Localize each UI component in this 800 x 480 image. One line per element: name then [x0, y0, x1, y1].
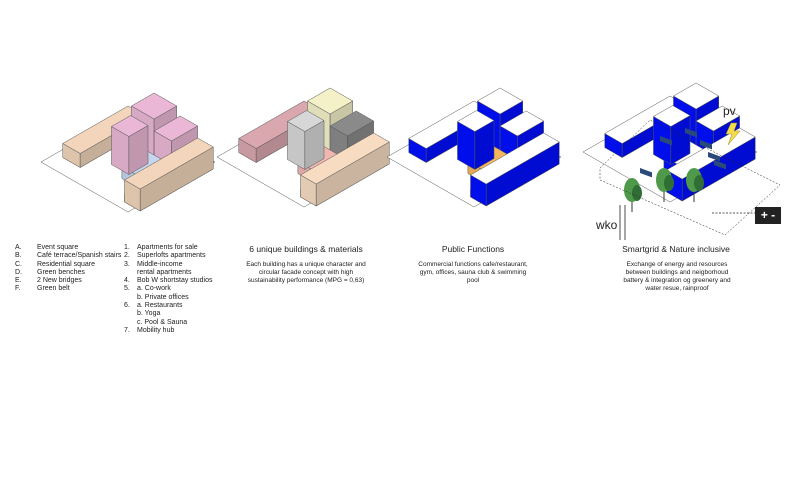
- smartgrid-boundary: [599, 119, 781, 236]
- legend-item: F. Green belt: [15, 285, 121, 293]
- legend-key: 4.: [124, 277, 130, 285]
- battery-icon: + -: [755, 207, 781, 224]
- legend-label: a. Co-work: [137, 285, 171, 293]
- legend-item: 7. Mobility hub: [124, 327, 212, 335]
- program-diagram-block-east: [124, 137, 214, 190]
- solar-panel-icon: [700, 140, 712, 150]
- legend-item: 6. a. Restaurants: [124, 302, 212, 310]
- legend-key: 2.: [124, 252, 130, 260]
- legend-key: 6.: [124, 302, 130, 310]
- legend-label: Café terrace/Spanish stairs: [37, 252, 122, 260]
- pv-label: pv: [723, 104, 736, 118]
- panel-title-public: Public Functions: [441, 244, 505, 254]
- legend-label: Middle-income: [137, 260, 183, 268]
- legend-label: Bob W shortstay studios: [137, 277, 213, 285]
- legend-item: b. Private offices: [124, 294, 212, 302]
- legend-label: Green benches: [37, 268, 85, 276]
- legend-item: b. Yoga: [124, 310, 212, 318]
- wko-label: wko: [596, 218, 618, 232]
- legend-item: 1. Apartments for sale: [124, 244, 212, 252]
- program-diagram-tower-2: [153, 115, 199, 142]
- legend-label: c. Pool & Sauna: [137, 318, 188, 326]
- legend-item: E. 2 New bridges: [15, 277, 121, 285]
- panel-title-buildings: 6 unique buildings & materials: [249, 244, 363, 254]
- solar-panel-icon: [714, 160, 726, 170]
- legend-label: b. Private offices: [137, 293, 189, 301]
- program-diagram-tower-3: [110, 115, 149, 137]
- materials-diagram-tower-3: [286, 110, 325, 132]
- legend-key: [124, 319, 137, 327]
- legend-item: 2. Superlofts apartments: [124, 252, 212, 260]
- solar-panel-icon: [660, 136, 672, 146]
- legend-item: 3. Middle-income: [124, 261, 212, 269]
- legend-key: [124, 310, 137, 318]
- legend-label: Green belt: [37, 285, 70, 293]
- legend-key: D.: [15, 268, 22, 276]
- public-diagram-tower-3: [456, 110, 495, 132]
- legend-numbers: 1. Apartments for sale 2. Superlofts apartm…: [124, 244, 212, 335]
- legend-label: a. Restaurants: [137, 302, 183, 310]
- legend-key: F.: [15, 285, 21, 293]
- legend-key: C.: [15, 260, 22, 268]
- legend-key: A.: [15, 244, 22, 251]
- program-diagram-tower-1: [130, 92, 178, 120]
- legend-label: Mobility hub: [137, 326, 175, 334]
- materials-diagram-tower-2: [329, 110, 375, 137]
- smartgrid-diagram-tower-3: [652, 105, 691, 127]
- legend-key: [124, 269, 137, 277]
- lightning-bolt-icon: [725, 122, 741, 146]
- tree-icon: [656, 168, 674, 202]
- public-diagram-tower-1: [476, 87, 524, 115]
- smartgrid-diagram-tower-1: [672, 82, 720, 110]
- legend-item: c. Pool & Sauna: [124, 319, 212, 327]
- legend-item: A. Event square: [15, 244, 121, 252]
- legend-item: B. Café terrace/Spanish stairs: [15, 252, 121, 260]
- legend-key: B.: [15, 252, 22, 260]
- legend-label: Residential square: [37, 260, 95, 268]
- smartgrid-diagram-tower-2: [695, 105, 741, 132]
- legend-label: Apartments for sale: [137, 244, 198, 251]
- legend-key: E.: [15, 277, 22, 285]
- panel-desc-smartgrid: Exchange of energy and resources between…: [623, 261, 731, 292]
- public-diagram-tower-2: [499, 110, 545, 137]
- solar-panel-icon: [640, 168, 652, 178]
- tree-icon: [686, 168, 704, 202]
- legend-label: Event square: [37, 244, 79, 251]
- legend-item: rental apartments: [124, 269, 212, 277]
- legend-key: 5.: [124, 285, 130, 293]
- legend-key: 7.: [124, 326, 130, 334]
- legend-item: D. Green benches: [15, 269, 121, 277]
- legend-key: [124, 294, 137, 302]
- panel-desc-buildings: Each building has a unique character and…: [246, 261, 366, 284]
- legend-item: C. Residential square: [15, 261, 121, 269]
- materials-diagram-block-east: [300, 132, 390, 185]
- solar-panel-icon: [708, 152, 720, 162]
- legend-label: rental apartments: [137, 268, 192, 276]
- panel-desc-public: Commercial functions cafe/restaurant, gy…: [418, 261, 528, 284]
- legend-item: 4. Bob W shortstay studios: [124, 277, 212, 285]
- legend-label: 2 New bridges: [37, 277, 82, 285]
- legend-key: 1.: [124, 244, 130, 251]
- materials-diagram-tower-1: [306, 87, 354, 115]
- public-diagram-block-east: [470, 132, 560, 185]
- legend-label: b. Yoga: [137, 310, 161, 318]
- panel-title-smartgrid: Smartgrid & Nature inclusive: [622, 244, 730, 254]
- legend-item: 5. a. Co-work: [124, 285, 212, 293]
- solar-panel-icon: [685, 127, 697, 138]
- legend-key: 3.: [124, 260, 130, 268]
- legend-label: Superlofts apartments: [137, 252, 206, 260]
